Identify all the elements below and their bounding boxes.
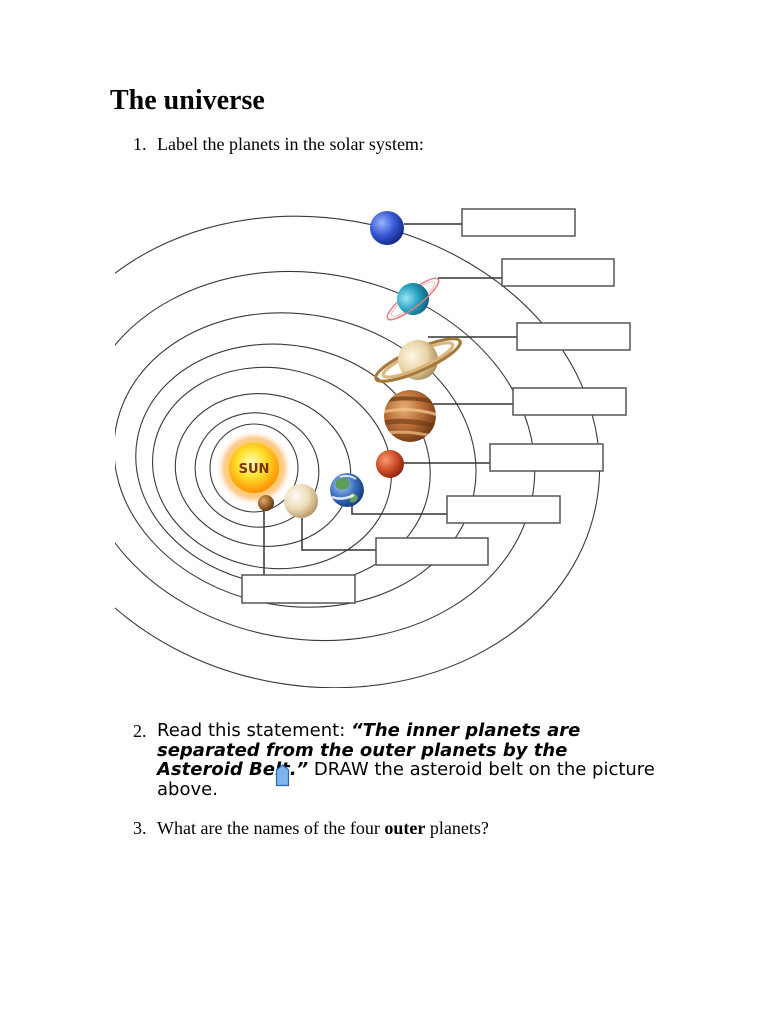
connector-lines bbox=[263, 223, 517, 575]
instruction-line-4: above. bbox=[157, 779, 218, 801]
instruction-line-3: DRAW the asteroid belt on the picture bbox=[308, 759, 655, 781]
question-1-text: Label the planets in the solar system: bbox=[157, 134, 424, 154]
connector-line-7 bbox=[301, 518, 376, 551]
question-2-line-3: Asteroid Belt.” DRAW the asteroid belt o… bbox=[157, 760, 655, 780]
orbit-6 bbox=[115, 312, 477, 608]
label-boxes bbox=[241, 208, 631, 604]
orbit-2 bbox=[194, 412, 320, 528]
label-box-3 bbox=[516, 322, 631, 351]
selection-handle-icon[interactable] bbox=[275, 764, 290, 787]
label-box-1 bbox=[461, 208, 576, 237]
sun-label: SUN bbox=[239, 462, 270, 477]
sun: SUN bbox=[216, 430, 292, 506]
page-title: The universe bbox=[110, 85, 265, 116]
label-box-8 bbox=[241, 574, 356, 604]
question-3-text-before: What are the names of the four bbox=[157, 818, 385, 838]
question-2-line-4: above. bbox=[157, 780, 655, 800]
uranus-body bbox=[397, 283, 429, 315]
earth-cloud-2 bbox=[339, 474, 357, 480]
question-2-number: 2. bbox=[133, 721, 147, 741]
jupiter-body bbox=[384, 390, 436, 442]
planet-earth-icon bbox=[330, 473, 364, 507]
question-1-number: 1. bbox=[133, 134, 147, 154]
question-2-line-1: Read this statement: “The inner planets … bbox=[157, 721, 655, 741]
question-3-text-after: planets? bbox=[425, 818, 489, 838]
planet-uranus-icon bbox=[386, 277, 440, 321]
label-box-2 bbox=[501, 258, 615, 287]
earth-cloud-1 bbox=[331, 493, 355, 500]
orbit-8 bbox=[115, 215, 601, 688]
statement-line-1: “The inner planets are bbox=[350, 720, 581, 741]
earth-land-1 bbox=[336, 477, 350, 490]
label-box-6 bbox=[446, 495, 561, 524]
planet-venus-icon bbox=[284, 484, 318, 518]
question-2-lead: Read this statement: bbox=[157, 720, 351, 741]
sun-core bbox=[229, 443, 279, 493]
label-box-4 bbox=[512, 387, 627, 416]
earth-body bbox=[330, 473, 364, 507]
planet-neptune-icon bbox=[370, 211, 404, 245]
jupiter-band-2 bbox=[384, 408, 436, 417]
uranus-ring-front bbox=[387, 278, 440, 321]
saturn-body bbox=[398, 340, 438, 380]
orbits bbox=[115, 215, 601, 688]
statement-line-3: Asteroid Belt.” bbox=[157, 759, 309, 781]
question-2-text: Read this statement: “The inner planets … bbox=[157, 721, 655, 800]
planet-jupiter-icon bbox=[384, 390, 436, 442]
jupiter-band-3 bbox=[384, 418, 436, 430]
selection-handle-shape bbox=[275, 764, 290, 787]
orbit-4 bbox=[152, 366, 392, 570]
solar-system-diagram: SUN bbox=[115, 208, 631, 688]
planet-mars-icon bbox=[376, 450, 404, 478]
question-3-number: 3. bbox=[133, 818, 147, 838]
statement-line-2: separated from the outer planets by the bbox=[157, 739, 568, 761]
planet-saturn-icon bbox=[374, 337, 462, 383]
question-3-text: What are the names of the four outer pla… bbox=[157, 819, 489, 837]
label-box-7 bbox=[375, 537, 489, 566]
question-2-line-2: separated from the outer planets by the bbox=[157, 739, 655, 761]
orbit-1 bbox=[209, 423, 299, 513]
saturn-ring-inner-front bbox=[381, 343, 455, 379]
planet-mercury-icon bbox=[258, 495, 274, 511]
label-box-5 bbox=[489, 443, 604, 472]
saturn-ring-outer-front bbox=[374, 340, 462, 383]
connector-line-6 bbox=[351, 506, 447, 515]
question-3-emphasis: outer bbox=[384, 818, 426, 838]
orbit-7 bbox=[115, 270, 536, 642]
